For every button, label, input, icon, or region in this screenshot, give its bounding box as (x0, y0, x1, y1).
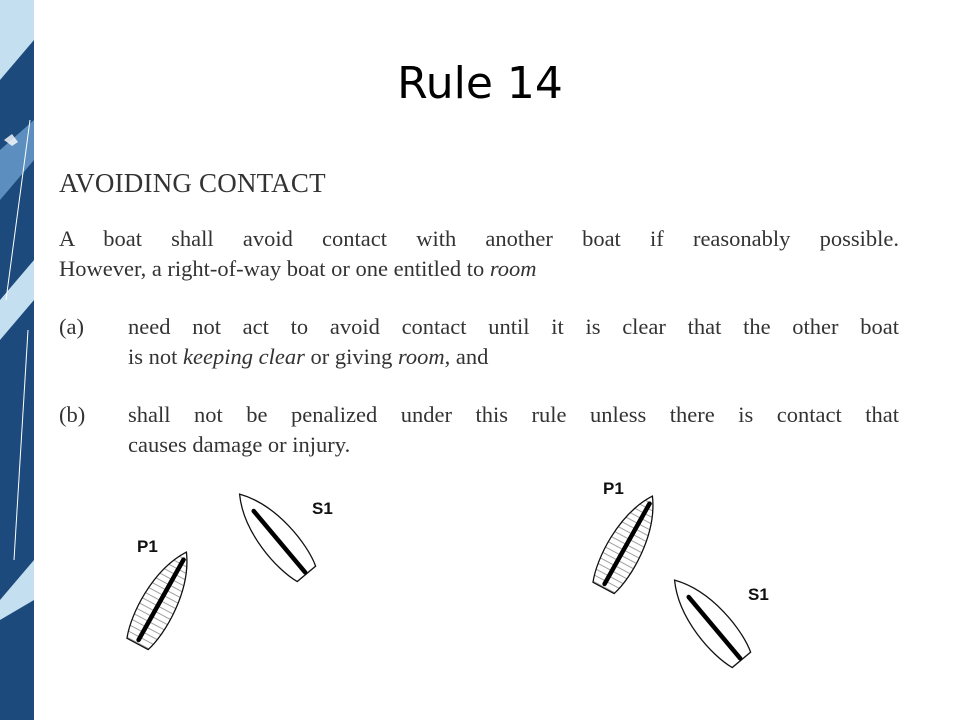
left-port-boat (126, 551, 188, 651)
side-banner (0, 0, 34, 720)
right-port-label: P1 (603, 479, 624, 498)
clause-a: (a) need not act to avoid contact until … (59, 312, 899, 372)
left-starboard-boom (251, 508, 308, 575)
clause-b: (b) shall not be penalized under this ru… (59, 400, 899, 460)
boat-diagrams: P1 S1 P1 S1 (126, 479, 769, 669)
rule-heading: AVOIDING CONTACT (59, 168, 326, 198)
right-starboard-label: S1 (748, 585, 769, 604)
clause-a-line-2: is not keeping clear or giving room, and (128, 342, 899, 372)
sailing-banner-image (0, 0, 34, 720)
rule-intro-paragraph: A boat shall avoid contact with another … (59, 224, 899, 284)
left-scenario: P1 S1 (126, 493, 333, 651)
right-starboard-boom (686, 594, 743, 661)
clause-a-line-2-post: , and (444, 344, 489, 369)
clause-a-line-2-pre: is not (128, 344, 178, 369)
clause-b-line-1: shall not be penalized under this rule u… (128, 402, 899, 427)
clause-a-line-1: need not act to avoid contact until it i… (128, 314, 899, 339)
intro-room-term: room (489, 256, 537, 281)
right-port-boom (602, 501, 652, 587)
clause-b-label: (b) (59, 402, 86, 427)
right-starboard-boat (673, 579, 752, 669)
clause-b-text: shall not be penalized under this rule u… (128, 400, 899, 460)
slide-title: Rule 14 (397, 58, 563, 109)
right-port-boat (592, 495, 654, 595)
clause-b-line-2: causes damage or injury. (128, 432, 351, 457)
intro-line-2: However, a right-of-way boat or one enti… (59, 254, 899, 284)
intro-line-2-text: However, a right-of-way boat or one enti… (59, 256, 485, 281)
left-starboard-boat (238, 493, 317, 583)
left-port-boom (136, 557, 186, 643)
clause-a-text: need not act to avoid contact until it i… (128, 312, 899, 372)
left-starboard-label: S1 (312, 499, 333, 518)
intro-line-1: A boat shall avoid contact with another … (59, 226, 899, 251)
left-port-label: P1 (137, 537, 158, 556)
right-scenario: P1 S1 (592, 479, 769, 669)
clause-a-line-2-mid: or giving (310, 344, 393, 369)
clause-a-label: (a) (59, 314, 84, 339)
clause-a-room-term: room (397, 344, 445, 369)
keeping-clear-term: keeping clear (183, 344, 305, 369)
